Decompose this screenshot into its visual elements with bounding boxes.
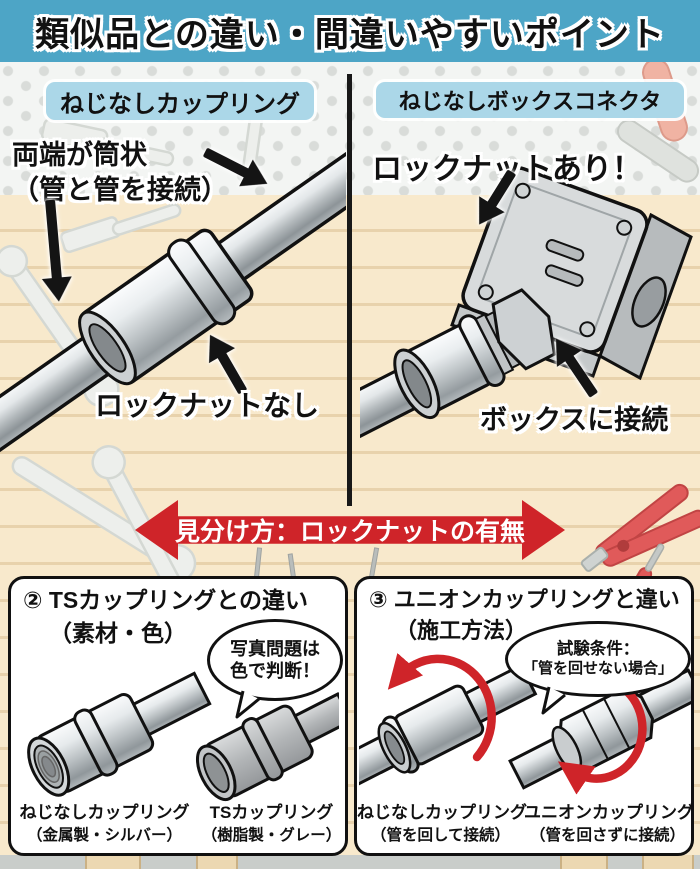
- bubble-tail-icon: [235, 690, 260, 719]
- table-leg: [196, 855, 238, 869]
- left-callout-line1: 両端が筒状: [12, 140, 147, 170]
- bubble-line1: 試験条件：: [556, 640, 640, 659]
- section2-title: ② TSカップリングとの違い: [23, 587, 345, 614]
- left-product-badge: ねじなしカップリング: [46, 82, 314, 120]
- box-connection-label: ボックスに接続: [480, 405, 669, 435]
- section3-subtitle: （施工方法）: [395, 617, 528, 643]
- right-bottom-label: ボックスに接続: [480, 398, 668, 437]
- section2-number: ②: [23, 587, 43, 613]
- section3-number: ③: [369, 587, 388, 612]
- couplings-comparison-illustration: [27, 671, 339, 802]
- page-title: 類似品との違い・間違いやすいポイント: [35, 15, 665, 54]
- item-name: ねじなしカップリング: [357, 803, 527, 822]
- item-desc: （管を回して接続）: [370, 827, 511, 844]
- ts-coupling: [195, 692, 339, 802]
- section3-title: ③ ユニオンカップリングと違い: [369, 587, 691, 613]
- table-leg: [642, 855, 694, 869]
- item-name: ねじなしカップリング: [19, 803, 190, 822]
- rotate-pipe-arrow-icon: [387, 653, 496, 762]
- left-badge-label: ねじなしカップリング: [60, 90, 300, 118]
- box-connector-illustration: [360, 166, 693, 450]
- section2-item-labels: ねじなしカップリング （金属製・シルバー） TSカップリング （樹脂製・グレー）: [11, 798, 345, 845]
- section2-panel: ② TSカップリングとの違い （素材・色） 写真問題は 色で判断！: [8, 576, 348, 856]
- section2-title-text: TSカップリングとの違い: [48, 587, 309, 613]
- section2-subtitle: （素材・色）: [49, 620, 187, 647]
- panel-divider-line: [347, 74, 352, 506]
- bubble-tail-icon: [541, 686, 566, 715]
- bubble-line1: 写真問題は: [230, 638, 320, 659]
- bubble-line2: 「管を回せない場合」: [522, 659, 673, 677]
- section3-panel: ③ ユニオンカップリングと違い （施工方法） 試験条件： 「管を回せない場合」: [354, 576, 694, 856]
- bubble-line2: 色で判断！: [230, 661, 320, 681]
- section3-item-labels: ねじなしカップリング （管を回して接続） ユニオンカップリング （管を回さずに接…: [357, 798, 694, 845]
- table-leg: [560, 855, 608, 869]
- floor-strip: [0, 855, 700, 869]
- table-leg: [85, 855, 141, 869]
- union-pipe: [508, 668, 691, 790]
- item-nejinashi: ねじなしカップリング （管を回して接続）: [357, 798, 527, 845]
- section3-speech-bubble: 試験条件： 「管を回せない場合」: [505, 621, 691, 697]
- left-bottom-label: ロックナットなし: [95, 384, 319, 424]
- item-name: TSカップリング: [209, 803, 334, 822]
- item-desc: （金属製・シルバー）: [27, 827, 183, 844]
- installation-comparison-illustration: [359, 653, 691, 795]
- no-locknut-label: ロックナットなし: [95, 390, 320, 421]
- item-desc: （管を回さずに接続）: [529, 827, 685, 844]
- right-product-badge: ねじなしボックスコネクタ: [376, 82, 684, 118]
- section2-speech-bubble: 写真問題は 色で判断！: [207, 619, 343, 701]
- right-badge-label: ねじなしボックスコネクタ: [398, 89, 662, 114]
- left-callout-text: 両端が筒状 （管と管を接続）: [12, 138, 228, 208]
- section3-title-text: ユニオンカップリングと違い: [393, 587, 680, 612]
- item-name: ユニオンカップリング: [524, 803, 694, 822]
- distinguish-label: 見分け方：ロックナットの有無: [174, 518, 525, 546]
- item-nejinashi: ねじなしカップリング （金属製・シルバー）: [11, 798, 198, 845]
- item-union: ユニオンカップリング （管を回さずに接続）: [524, 798, 694, 845]
- metal-coupling: [27, 671, 212, 797]
- title-banner: 類似品との違い・間違いやすいポイント: [0, 0, 700, 62]
- item-desc: （樹脂製・グレー）: [201, 827, 342, 844]
- item-ts: TSカップリング （樹脂製・グレー）: [198, 798, 345, 845]
